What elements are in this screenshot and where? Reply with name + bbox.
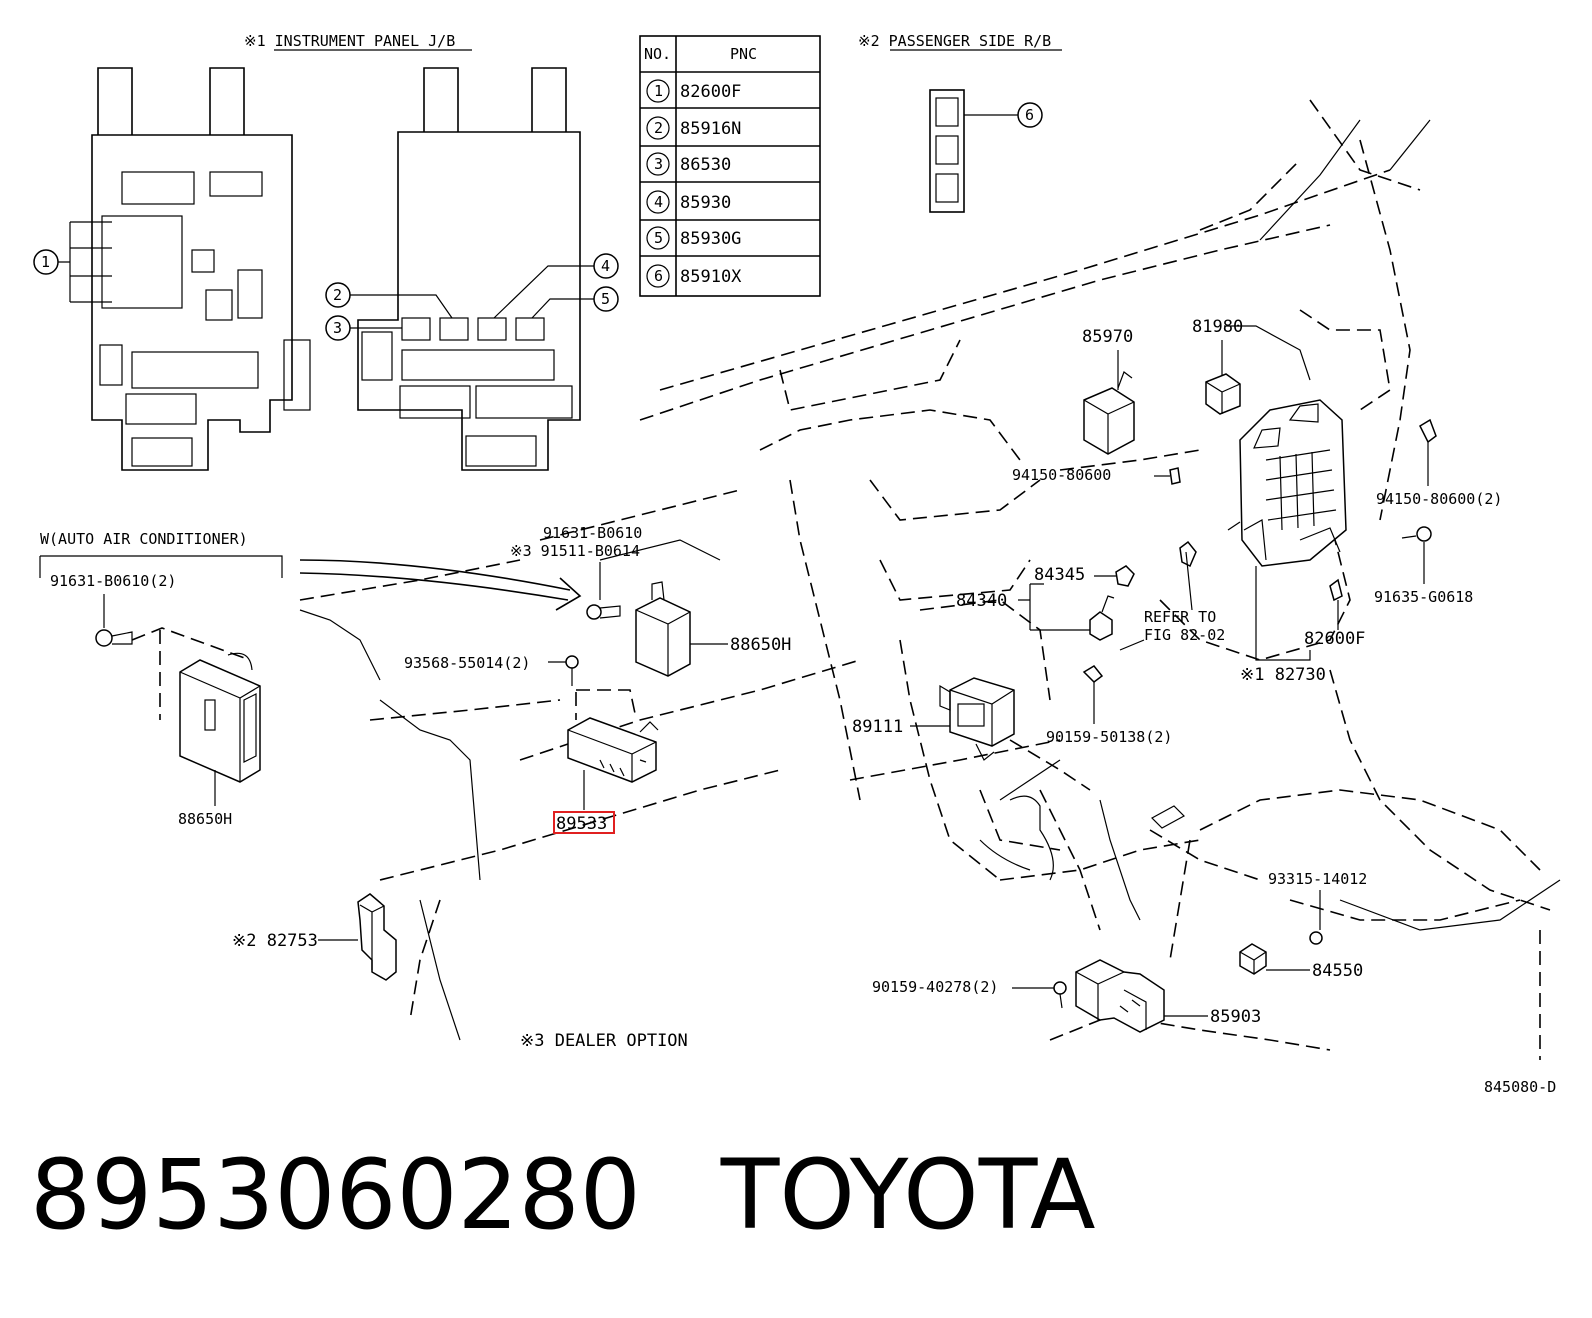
pnc-row-no: 5 [654,229,663,247]
label-93568-55014: 93568-55014(2) [404,654,530,672]
label-91635-g0618: 91635-G0618 [1374,588,1473,606]
highlight-box [553,811,615,834]
header-passenger-side-rb: ※2 PASSENGER SIDE R/B [858,32,1051,50]
pnc-row-code: 82600F [680,82,741,102]
label-84550: 84550 [1312,961,1363,981]
label-89111: 89111 [852,717,903,737]
label-84345: 84345 [1034,565,1085,585]
part-84340 [1089,595,1115,641]
part-85970 [1083,350,1135,455]
leader-line [1119,551,1193,651]
label-84340: 84340 [956,591,1007,611]
pnc-row-no: 6 [654,267,663,285]
pnc-row-code: 86530 [680,155,731,175]
callout-5: 5 [531,286,619,319]
label-90159-40278: 90159-40278(2) [872,978,998,996]
product-caption: 8953060280 TOYOTA [30,1140,1130,1250]
label-93315-14012: 93315-14012 [1268,870,1367,888]
pnc-row-code: 85916N [680,119,741,139]
label-91631-b0610-2: 91631-B0610(2) [50,572,176,590]
svg-text:4: 4 [601,257,610,275]
svg-text:3: 3 [333,319,342,337]
callout-1: 1 [33,221,112,303]
bolt-91631-b0610-left [95,594,133,647]
assembly-arrow [299,559,582,611]
pnc-row-no: 3 [654,155,663,173]
instrument-panel-jb-front [91,67,311,471]
guide-line [576,689,637,719]
note-dealer-option: ※3 DEALER OPTION [520,1031,688,1051]
dashboard-outline [299,99,1551,1060]
guide-line [131,627,251,661]
leader-line [1255,566,1311,661]
bolt-91631-b0610 [586,562,621,620]
header-auto-air-conditioner: W(AUTO AIR CONDITIONER) [40,530,248,548]
part-84345 [1115,565,1135,587]
auto-ac-bracket [39,555,283,578]
module-88650h-left [179,652,261,783]
relay-81980 [1205,373,1241,415]
bolt-91635-g0618 [1401,526,1432,584]
label-94150-80600-2: 94150-80600(2) [1376,490,1502,508]
pnc-row-no: 2 [654,119,663,137]
screw-90159-50138 [1082,665,1104,724]
instrument-panel-jb-rear [357,67,581,471]
figure-code: 845080-D [1484,1078,1556,1096]
label-94150-80600: 94150-80600 [1012,466,1111,484]
bracket-82753 [357,893,397,981]
module-89533 [567,717,659,783]
junction-block-82730 [1227,399,1347,567]
label-refer-to: REFER TO [1144,608,1216,626]
pnc-row-code: 85930G [680,229,741,249]
label-85903: 85903 [1210,1007,1261,1027]
label-89533: 89533 [556,814,607,834]
label-90159-50138: 90159-50138(2) [1046,728,1172,746]
label-88650h-left: 88650H [178,810,232,828]
pnc-table-header-no: NO. [644,45,671,63]
label-82730: ※1 82730 [1240,665,1326,685]
part-number: 8953060280 [30,1139,641,1251]
svg-text:1: 1 [41,253,50,271]
callout-4: 4 [493,253,619,319]
dashboard-solid-lines [299,119,1561,1041]
header-instrument-panel-jb: ※1 INSTRUMENT PANEL J/B [244,32,455,50]
callout-2: 2 [325,282,453,319]
svg-text:2: 2 [333,286,342,304]
clip [1179,540,1197,568]
module-88650h-right [635,581,691,677]
pnc-row-no: 4 [654,193,663,211]
callout-3: 3 [325,315,402,341]
fuse-82600f [1329,578,1343,602]
pnc-table: NO. PNC 1 82600F 2 85916N 3 86530 4 8593… [639,35,821,297]
label-fig-82-02: FIG 82-02 [1144,626,1225,644]
passenger-side-rb: 6 [929,89,1043,213]
screw-93315-14012 [1309,890,1323,945]
label-82600f: 82600F [1304,629,1365,649]
switch-84550 [1239,943,1267,975]
label-88650h-right: 88650H [730,635,791,655]
brand-name: TOYOTA [720,1139,1096,1251]
clip-94150-80600 [1169,467,1181,485]
pnc-row-no: 1 [654,82,663,100]
pnc-row-code: 85910X [680,267,742,287]
module-89111 [939,677,1015,761]
pnc-table-header-pnc: PNC [730,45,757,63]
callout-6: 6 [1025,106,1034,124]
label-91631-b0610: 91631-B0610 [543,524,642,542]
screw-93568-55014 [548,655,579,686]
label-81980: 81980 [1192,317,1243,337]
label-82753: ※2 82753 [232,931,318,951]
gear-shift [979,795,1185,921]
clip-94150-80600-2 [1419,418,1437,444]
label-85970: 85970 [1082,327,1133,347]
connector-85903 [1075,959,1165,1033]
screw-90159-40278 [1012,981,1067,1009]
pnc-row-code: 85930 [680,193,731,213]
svg-text:5: 5 [601,290,610,308]
leader-line [1018,583,1090,631]
label-91511-b0614: ※3 91511-B0614 [510,542,640,560]
leader-line [1224,325,1311,381]
